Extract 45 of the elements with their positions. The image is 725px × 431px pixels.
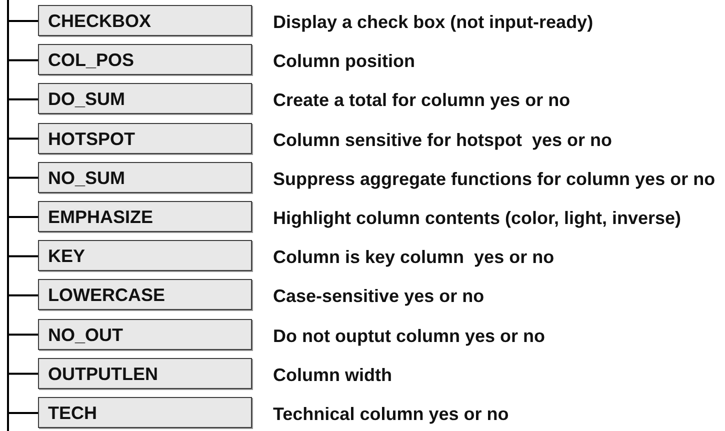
connector-line <box>8 412 38 414</box>
field-name: CHECKBOX <box>48 11 152 31</box>
description-text: Column width <box>273 364 392 385</box>
connector-line <box>8 216 38 218</box>
connector-line <box>8 138 38 140</box>
description-text: Create a total for column yes or no <box>273 90 570 110</box>
connector-line <box>8 176 38 179</box>
description-text: Suppress aggregate functions for column yes or no <box>273 168 716 189</box>
field-name: TECH <box>48 403 97 423</box>
description-text: Do not ouptut column yes or no <box>273 326 545 346</box>
field-name: COL_POS <box>48 50 134 70</box>
connector-line <box>8 59 38 62</box>
field-name-box <box>38 162 252 193</box>
connector-line <box>8 372 38 375</box>
field-name-box <box>38 5 252 36</box>
description-text: Display a check box (not input-ready) <box>273 12 594 32</box>
field-name: NO_OUT <box>48 324 124 345</box>
connector-line <box>8 98 38 100</box>
trunk-line <box>7 0 9 431</box>
description-text: Case-sensitive yes or no <box>273 286 484 306</box>
field-name-box <box>38 279 252 310</box>
description-text: Column position <box>273 51 415 72</box>
field-name-box <box>38 240 252 272</box>
field-name: OUTPUTLEN <box>48 364 158 384</box>
field-name: HOTSPOT <box>48 128 136 149</box>
field-name-box <box>38 44 252 76</box>
connector-line <box>8 294 38 296</box>
description-text: Column is key column yes or no <box>273 247 554 268</box>
description-text: Column sensitive for hotspot yes or no <box>273 130 612 150</box>
description-text: Technical column yes or no <box>273 404 509 424</box>
field-name-box <box>38 397 252 428</box>
field-name-box <box>38 318 252 350</box>
connector-line <box>8 334 38 336</box>
description-text: Highlight column contents (color, light, inverse) <box>273 208 682 228</box>
field-name-box <box>38 122 252 154</box>
field-name-box <box>38 83 252 114</box>
field-name: LOWERCASE <box>48 285 165 306</box>
field-name: EMPHASIZE <box>48 207 154 227</box>
connector-line <box>8 20 38 22</box>
field-name-box <box>38 201 252 232</box>
field-name: NO_SUM <box>48 168 126 188</box>
field-name: DO_SUM <box>48 89 126 110</box>
connector-line <box>8 255 38 258</box>
field-name: KEY <box>48 246 86 266</box>
field-name-box <box>38 358 252 389</box>
